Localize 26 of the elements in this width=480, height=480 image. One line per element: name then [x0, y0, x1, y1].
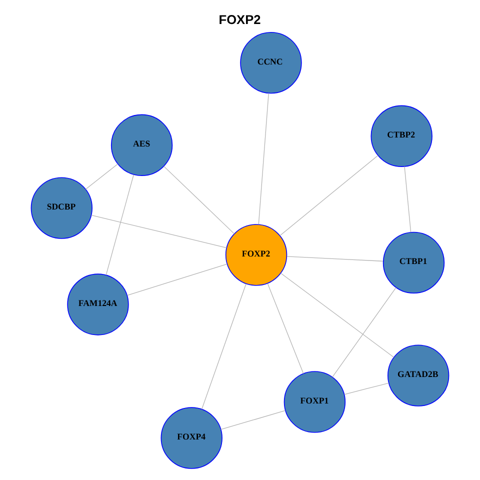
connector	[220, 410, 286, 430]
connector	[280, 155, 378, 236]
connector	[91, 214, 227, 248]
connector	[404, 166, 412, 232]
node-circle: AES	[110, 114, 173, 176]
diagram-title: FOXP2	[218, 12, 261, 28]
connector	[344, 382, 389, 395]
node-circle: GATAD2B	[388, 344, 450, 406]
connector	[267, 283, 304, 374]
node-circle: FOXP2	[225, 224, 288, 286]
node-circle: CTBP1	[382, 232, 445, 294]
node-circle: FOXP4	[160, 407, 222, 469]
connector	[332, 287, 396, 378]
connector	[258, 92, 269, 225]
connector	[201, 284, 246, 410]
node-circle: CTBP2	[370, 105, 432, 167]
node-circle: FAM124A	[67, 274, 129, 336]
connector	[280, 272, 394, 358]
connector	[286, 256, 384, 262]
connector	[127, 264, 228, 296]
connector	[106, 174, 134, 276]
node-circle: SDCBP	[30, 177, 92, 239]
node-circle: CCNC	[240, 32, 302, 94]
node-circle: FOXP1	[284, 371, 346, 433]
connector	[164, 166, 235, 234]
connector	[85, 164, 118, 190]
